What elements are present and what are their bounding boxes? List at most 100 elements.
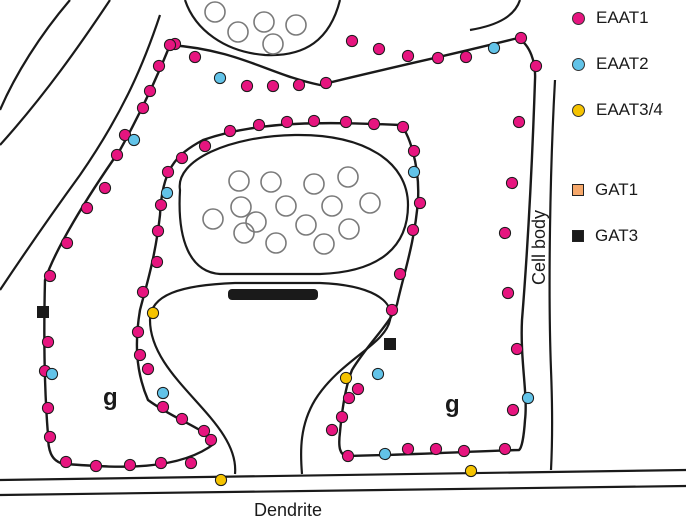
vesicle [230,196,252,218]
eaat1-marker [141,362,155,376]
right-dendrite-edge [548,79,557,471]
upper-terminal-outline [183,0,342,57]
eaat1-marker [457,444,471,458]
eaat2-marker [160,186,174,200]
eaat2-marker [487,41,501,55]
postsynaptic-density [228,289,318,300]
eaat2-marker [407,165,421,179]
eaat1-marker [161,165,175,179]
eaat1-marker [223,124,237,138]
eaat2-marker [371,367,385,381]
eaat1-marker [41,401,55,415]
eaat34-marker [214,473,228,487]
vesicle [227,21,249,43]
eaat2-marker [45,367,59,381]
vesicle [285,14,307,36]
eaat1-marker [292,78,306,92]
legend-item-eaat34: EAAT3/4 [572,98,663,122]
eaat2-marker [213,71,227,85]
eaat1-marker [335,410,349,424]
gat3-swatch [572,230,584,242]
eaat2-marker [127,133,141,147]
eaat1-marker [136,285,150,299]
eaat2-transporters [45,41,535,461]
eaat1-marker [80,201,94,215]
eaat1-marker [514,31,528,45]
vesicle [228,170,250,192]
eaat1-marker [188,50,202,64]
eaat1-marker [163,38,177,52]
eaat34-swatch [572,103,585,117]
vesicle [337,166,359,188]
eaat1-marker [136,101,150,115]
vesicle [233,222,255,244]
legend-item-eaat2: EAAT2 [572,52,649,76]
dendrite-top-edge [0,468,686,482]
eaat2-swatch [572,57,585,71]
top-right-terminal-outline [469,0,522,32]
eaat1-marker [43,430,57,444]
outer-left-membrane-2 [0,0,111,146]
eaat1-marker [385,303,399,317]
eaat1-marker [152,59,166,73]
vesicle [204,1,226,23]
vesicle [262,33,284,55]
eaat1-marker [133,348,147,362]
transporters [37,31,543,487]
eaat1-swatch [572,11,585,25]
eaat1-marker [307,114,321,128]
legend-item-gat1: GAT1 [572,178,638,202]
eaat1-marker [401,49,415,63]
eaat1-marker [406,223,420,237]
eaat2-marker [378,447,392,461]
presynaptic-terminal-outline [178,133,410,276]
eaat1-marker [143,84,157,98]
eaat1-marker [175,151,189,165]
vesicle [265,232,287,254]
legend-label-eaat34: EAAT3/4 [596,100,663,119]
vesicle [295,214,317,236]
astrocyte-membrane [43,36,537,468]
eaat1-marker [154,456,168,470]
eaat1-marker [319,76,333,90]
eaat2-marker [521,391,535,405]
eaat1-marker [266,79,280,93]
eaat1-marker [372,42,386,56]
eaat1-marker [351,382,365,396]
eaat1-marker [110,148,124,162]
gat3-transporters [37,306,396,350]
eaat34-marker [464,464,478,478]
gat1-swatch [572,184,584,196]
legend-item-gat3: GAT3 [572,224,638,248]
vesicle [260,171,282,193]
eaat34-marker [339,371,353,385]
vesicle [202,208,224,230]
eaat1-marker [407,144,421,158]
cell-body-label: Cell body [529,210,549,285]
vesicle [303,173,325,195]
eaat1-marker [413,196,427,210]
eaat1-marker [98,181,112,195]
eaat1-transporters [38,31,543,473]
synaptic-vesicles [202,1,381,255]
eaat1-marker [150,255,164,269]
eaat1-marker [339,115,353,129]
eaat1-marker [154,198,168,212]
eaat1-marker [252,118,266,132]
eaat1-marker [41,335,55,349]
legend: EAAT1 EAAT2 EAAT3/4 GAT1 GAT3 [572,0,686,260]
outer-left-membrane-1 [0,0,71,111]
eaat1-marker [175,412,189,426]
eaat1-marker [197,424,211,438]
eaat1-marker [459,50,473,64]
eaat1-marker [401,442,415,456]
eaat1-marker [131,325,145,339]
vesicle [338,218,360,240]
eaat1-marker [498,226,512,240]
left-glia-label: g [103,384,118,411]
vesicle [359,192,381,214]
eaat34-marker [146,306,160,320]
eaat1-marker [512,115,526,129]
eaat1-marker [325,423,339,437]
